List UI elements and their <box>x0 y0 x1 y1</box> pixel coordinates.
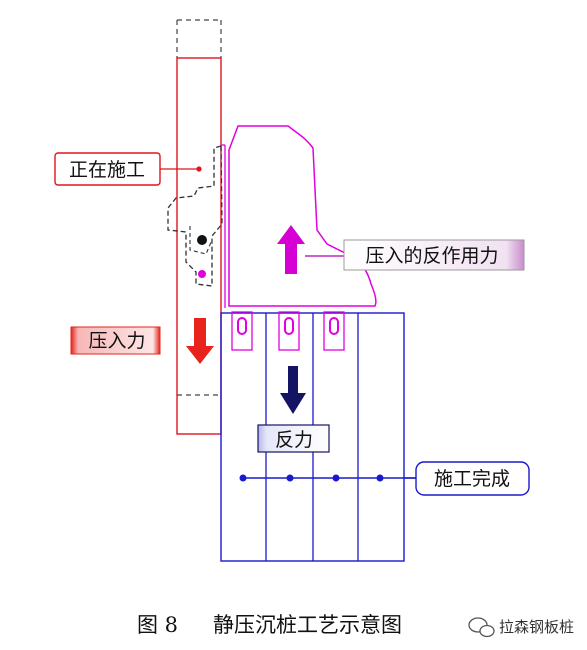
press-force-arrow <box>186 318 214 364</box>
label-under-construction: 正在施工 <box>54 152 161 186</box>
watermark: 拉森钢板桩 <box>468 617 574 638</box>
pile-clamp <box>167 145 223 287</box>
watermark-text: 拉森钢板桩 <box>499 618 574 636</box>
static-press-machine <box>221 125 377 308</box>
label-construction-complete: 施工完成 <box>415 461 530 496</box>
wechat-bubble-icon <box>468 617 495 638</box>
label-counter-force-text: 反力 <box>275 429 313 451</box>
label-construction-complete-text: 施工完成 <box>434 468 510 490</box>
label-under-construction-text: 正在施工 <box>69 159 145 181</box>
figure-number: 图 8 <box>137 613 178 637</box>
label-reaction-force: 压入的反作用力 <box>343 239 525 271</box>
label-press-force-text: 压入力 <box>88 330 145 352</box>
label-reaction-force-text: 压入的反作用力 <box>365 245 498 267</box>
label-counter-force: 反力 <box>257 424 330 453</box>
pile-in-progress <box>176 19 222 435</box>
reaction-force-arrow <box>277 225 305 274</box>
leader-lines <box>160 166 416 479</box>
reaction-clamps <box>231 311 345 351</box>
figure-caption: 静压沉桩工艺示意图 <box>213 613 402 637</box>
label-press-force: 压入力 <box>70 326 161 355</box>
counter-force-arrow <box>280 366 306 414</box>
